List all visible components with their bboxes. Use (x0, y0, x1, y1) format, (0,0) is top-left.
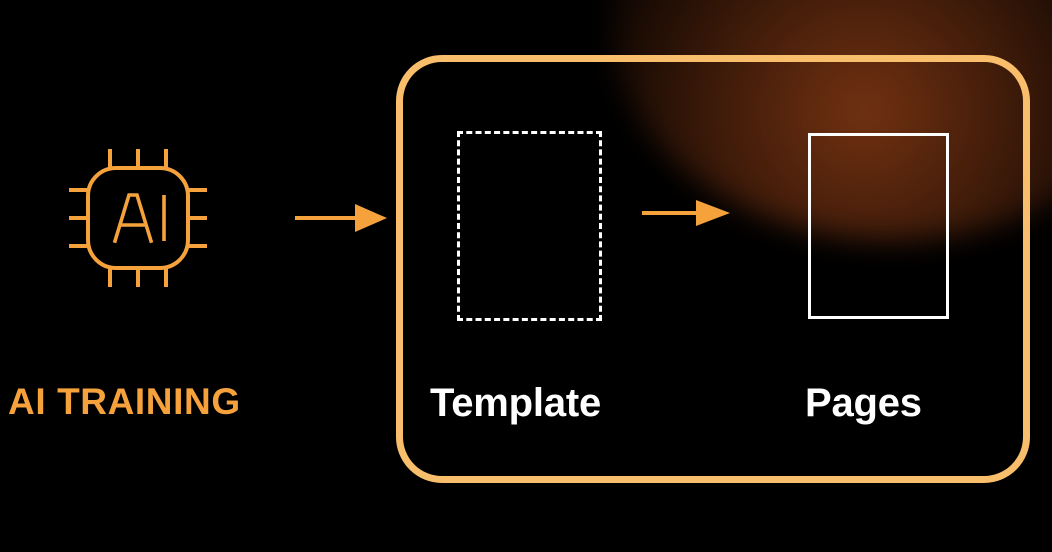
ai-training-label: AI TRAINING (8, 381, 241, 422)
pages-label: Pages (805, 381, 922, 425)
template-placeholder-rect (457, 131, 602, 321)
pages-document-rect (808, 133, 949, 319)
ai-training-stage: AI TRAINING (0, 0, 300, 552)
process-container (396, 55, 1030, 483)
arrow-to-container-icon (293, 196, 389, 240)
template-label: Template (430, 381, 602, 425)
ai-chip-icon (63, 143, 213, 293)
arrow-template-to-pages-icon (640, 192, 732, 234)
